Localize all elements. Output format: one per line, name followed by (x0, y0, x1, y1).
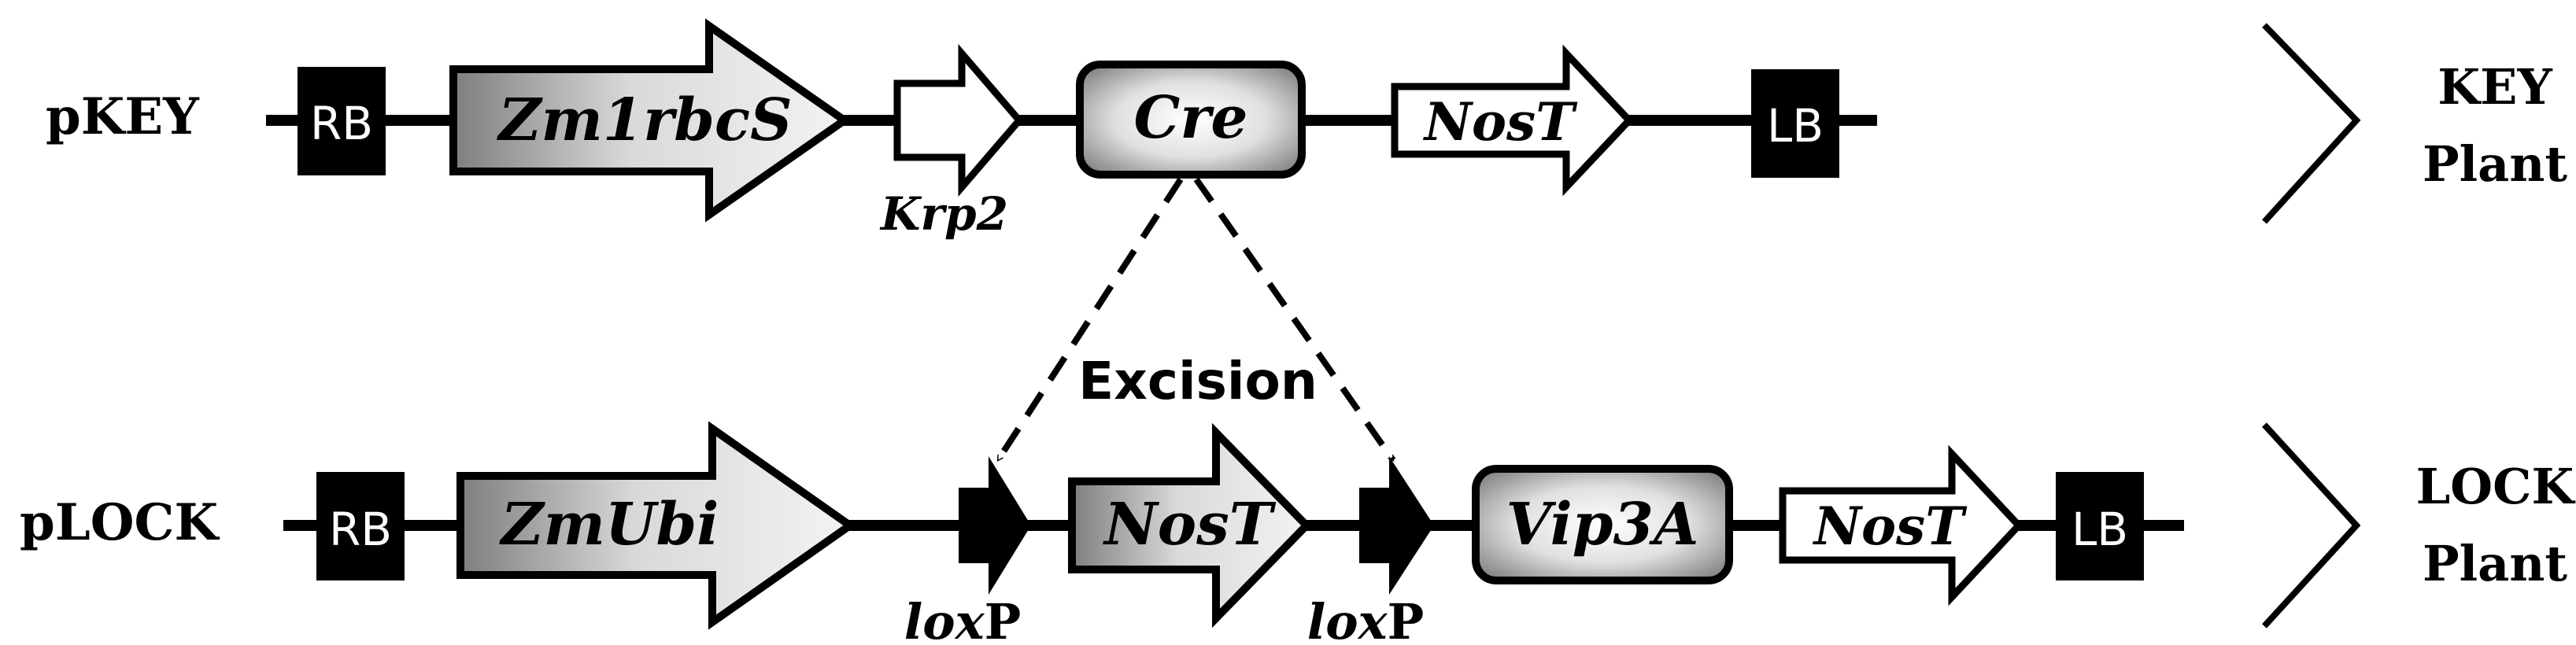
plock-lb-box: LB (2056, 472, 2144, 580)
pkey-cre-label: Cre (1134, 84, 1248, 152)
loxp-2-icon (1359, 456, 1434, 595)
pkey-lb-label: LB (1767, 99, 1824, 153)
plock-result-line1: LOCK (2416, 458, 2576, 515)
pkey-result-line1: KEY (2437, 58, 2552, 116)
loxp-1-icon (959, 456, 1031, 595)
plock-terminator-arrow: NosT (1779, 444, 2024, 606)
plock-terminator-label: NosT (1813, 496, 1968, 557)
plock-lb-label: LB (2072, 503, 2128, 556)
loxp-1-lox: lox (904, 593, 985, 645)
pkey-small-promoter-arrow: Krp2 (879, 43, 1024, 241)
pkey-terminator-arrow: NosT (1391, 44, 1635, 197)
loxp-1-p: P (985, 593, 1022, 645)
plock-vip3a-label: Vip3A (1506, 491, 1699, 558)
plock-label: pLOCK (20, 493, 220, 552)
svg-text:loxP: loxP (1307, 593, 1425, 645)
pkey-rb-box: RB (298, 67, 386, 175)
excision-arrow-right (1193, 177, 1396, 463)
plock-promoter-label: ZmUbi (499, 491, 719, 558)
pkey-construct: pKEY RB Zm1rbcS Krp2 Cre NosT LB (46, 18, 2567, 241)
plock-result-line2: Plant (2423, 535, 2567, 592)
pkey-lb-box: LB (1751, 69, 1839, 178)
plock-vip3a-box: Vip3A (1472, 465, 1733, 584)
svg-text:Plant: Plant (2423, 135, 2567, 193)
excision-label: Excision (1078, 351, 1318, 411)
loxp-2-p: P (1388, 593, 1425, 645)
svg-text:Plant: Plant (2423, 535, 2567, 592)
svg-text:KEY: KEY (2437, 58, 2552, 116)
pkey-promoter-arrow: Zm1rbcS (449, 18, 852, 223)
svg-text:LOCK: LOCK (2416, 458, 2576, 515)
plock-rb-box: RB (316, 472, 405, 580)
pkey-rb-label: RB (310, 97, 373, 150)
pkey-bracket-icon (2262, 23, 2361, 224)
plock-rb-label: RB (329, 503, 392, 556)
svg-text:loxP: loxP (904, 593, 1022, 645)
pkey-small-promoter-label: Krp2 (879, 187, 1008, 241)
pkey-promoter-label: Zm1rbcS (496, 87, 792, 154)
pkey-result-line2: Plant (2423, 135, 2567, 193)
plock-construct: pLOCK RB ZmUbi loxP NosT loxP Vip3A (20, 421, 2576, 645)
plock-bracket-icon (2262, 422, 2361, 628)
plock-loxp-2: loxP (1307, 456, 1434, 645)
pkey-label: pKEY (46, 87, 200, 146)
plock-blocker-label: NosT (1103, 491, 1277, 558)
plock-loxp-1: loxP (904, 456, 1031, 645)
loxp-2-lox: lox (1307, 593, 1388, 645)
excision-arrow-left (995, 177, 1184, 463)
pkey-terminator-label: NosT (1423, 91, 1579, 153)
plock-blocker-arrow: NosT (1068, 422, 1312, 628)
plock-promoter-arrow: ZmUbi (456, 421, 857, 630)
excision-arrows: Excision (995, 177, 1396, 463)
pkey-cre-box: Cre (1076, 61, 1306, 179)
